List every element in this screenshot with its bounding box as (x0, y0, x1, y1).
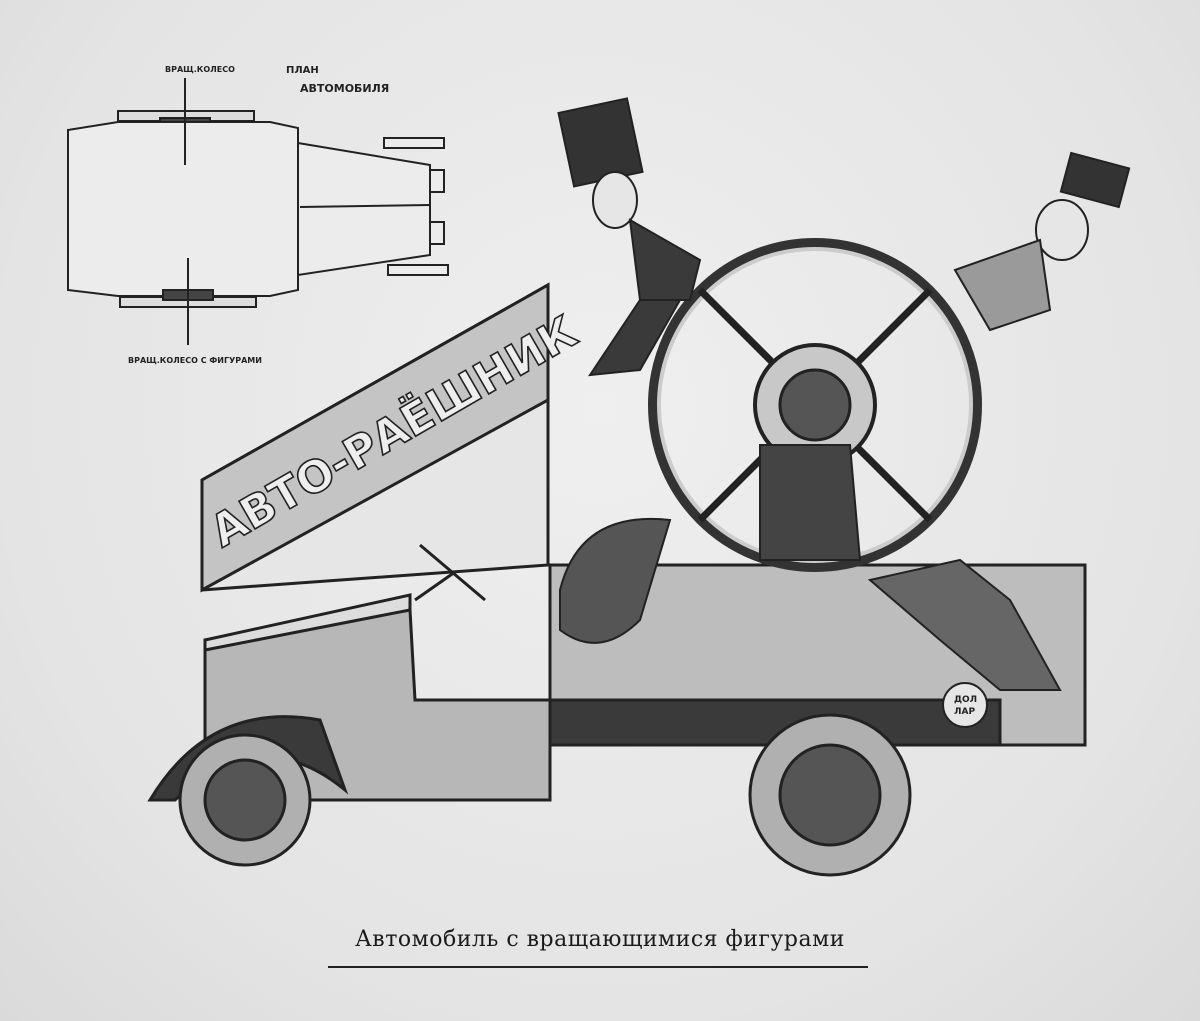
figure-caption: Автомобиль с вращающимися фигурами (355, 927, 845, 952)
caption-underline (328, 966, 868, 968)
bottom-wheel-label: ВРАЩ.КОЛЕСО С ФИГУРАМИ (128, 356, 262, 365)
money-bag-line1: ДОЛ (954, 695, 977, 705)
money-bag (942, 682, 988, 728)
top-wheel-label: ВРАЩ.КОЛЕСО (165, 65, 235, 74)
plan-title-line2: АВТОМОБИЛЯ (300, 82, 389, 95)
money-bag-line2: ЛАР (954, 707, 975, 717)
caricature-figures (557, 97, 1131, 691)
plan-diagram (67, 78, 449, 345)
rotating-wheel (648, 238, 982, 572)
plan-title-line1: ПЛАН (286, 65, 319, 76)
